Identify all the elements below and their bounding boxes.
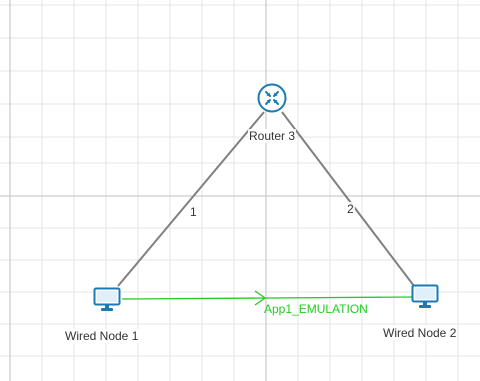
link-1-label: 1 [189, 205, 198, 219]
application-flow-line[interactable] [121, 296, 413, 300]
link-2[interactable] [281, 111, 415, 287]
router-icon [257, 83, 287, 113]
router-node[interactable] [257, 83, 287, 113]
router-label: Router 3 [248, 129, 297, 143]
link-1[interactable] [117, 111, 265, 287]
wired-node-2-label: Wired Node 2 [382, 326, 458, 340]
wired-node-1-label: Wired Node 1 [64, 329, 140, 343]
desktop-icon [411, 284, 439, 308]
application-arrow-head [254, 290, 267, 306]
wired-node-1[interactable] [93, 287, 121, 318]
application-label[interactable]: App1_EMULATION [264, 302, 368, 316]
link-2-label: 2 [346, 202, 355, 216]
desktop-icon [93, 287, 121, 311]
wired-node-2[interactable] [411, 284, 439, 315]
